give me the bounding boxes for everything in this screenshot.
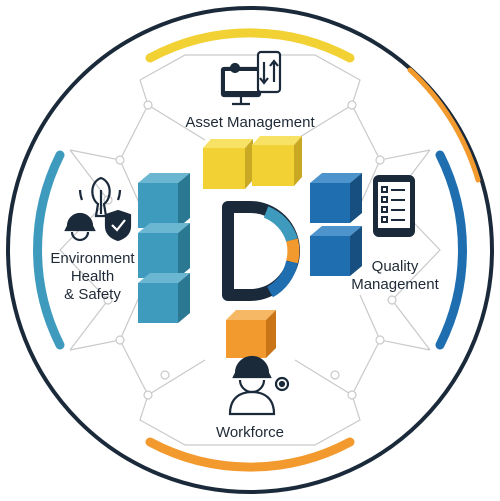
environment-health-safety-label: Environment Health & Safety xyxy=(30,250,155,304)
network-nodes xyxy=(103,100,397,400)
workforce-label: Workforce xyxy=(195,424,305,442)
env-cubes xyxy=(138,173,190,323)
workforce-arc xyxy=(145,437,355,472)
quality-label-line-1: Quality xyxy=(371,258,419,275)
env-arc xyxy=(33,150,65,350)
asset-management-label: Asset Management xyxy=(170,114,330,132)
tree-hardhat-shield-icon xyxy=(64,176,132,242)
quality-label-line-2: Management xyxy=(351,276,439,293)
worker-gear-icon xyxy=(228,355,290,416)
quality-arc xyxy=(435,150,467,350)
quality-management-label: Quality Management xyxy=(335,258,455,294)
workforce-cube xyxy=(226,310,276,358)
env-label-line-1: Environment xyxy=(50,250,135,267)
orange-arc-top-right xyxy=(407,67,481,183)
outer-ring xyxy=(6,6,494,494)
env-label-line-2: Health xyxy=(70,268,115,285)
quality-cubes xyxy=(310,173,362,276)
devices-sync-icon xyxy=(220,50,282,106)
env-label-line-3: & Safety xyxy=(64,286,121,303)
workforce-label-line-1: Workforce xyxy=(215,424,285,441)
asset-label-line-1: Asset Management xyxy=(185,114,315,131)
center-logo xyxy=(222,201,300,301)
network-lines xyxy=(59,54,441,446)
asset-arc xyxy=(145,28,355,63)
tablet-checklist-icon xyxy=(373,175,415,237)
asset-cubes xyxy=(203,136,302,189)
